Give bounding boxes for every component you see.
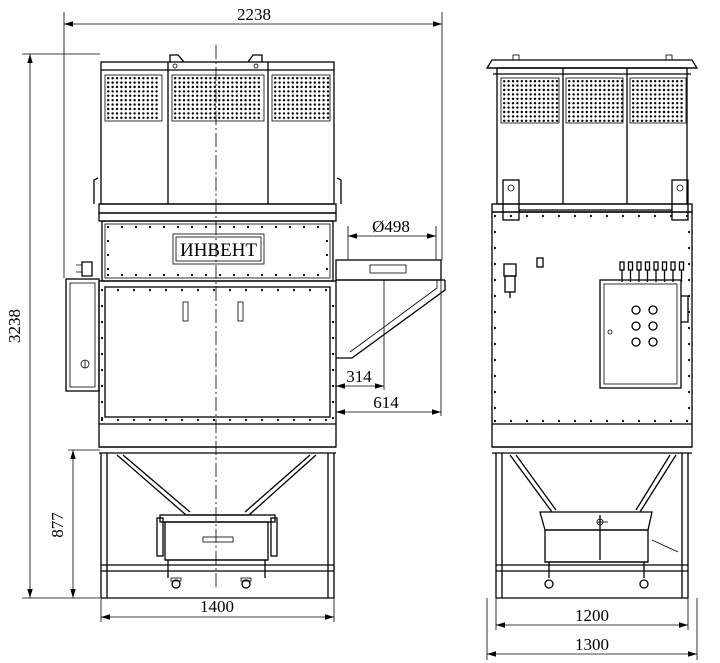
dim-overall-height: 3238: [5, 309, 24, 343]
nameplate: [172, 233, 265, 265]
brand-label: ИНВЕНТ: [180, 240, 257, 261]
front-filter-casing: [100, 61, 335, 205]
dim-base-width-front: 1400: [200, 597, 234, 616]
front-control-box: [65, 278, 100, 392]
front-view: ИНВЕНТ: [65, 45, 446, 599]
side-dust-bin: [539, 511, 653, 531]
side-view: [485, 54, 699, 599]
dim-inlet-offset-small: 314: [346, 367, 372, 386]
dim-base-width-side-inner: 1200: [575, 606, 609, 625]
front-vent-grille-right: [271, 74, 331, 122]
door-handle-right: [237, 301, 244, 322]
dim-overall-width: 2238: [237, 5, 271, 24]
dim-inlet-diameter: Ø498: [372, 217, 410, 236]
dim-inlet-offset-large: 614: [373, 393, 399, 412]
front-vent-grille-center: [171, 74, 265, 122]
side-main-body: [491, 211, 693, 448]
door-handle-left: [182, 301, 189, 322]
front-inlet-duct: [335, 259, 442, 281]
dim-support-height: 877: [48, 512, 67, 538]
front-dimensions: 2238 3238 877 Ø498 314 614 1400: [5, 5, 443, 622]
front-main-body: [98, 280, 337, 448]
side-filter-casing: [496, 67, 688, 205]
side-dimensions: 1200 1300: [486, 598, 698, 660]
front-dust-bin: [164, 521, 269, 561]
front-vent-grille-left: [104, 74, 163, 122]
side-electrical-cabinet: [599, 279, 682, 389]
dim-base-width-side-outer: 1300: [575, 635, 609, 654]
